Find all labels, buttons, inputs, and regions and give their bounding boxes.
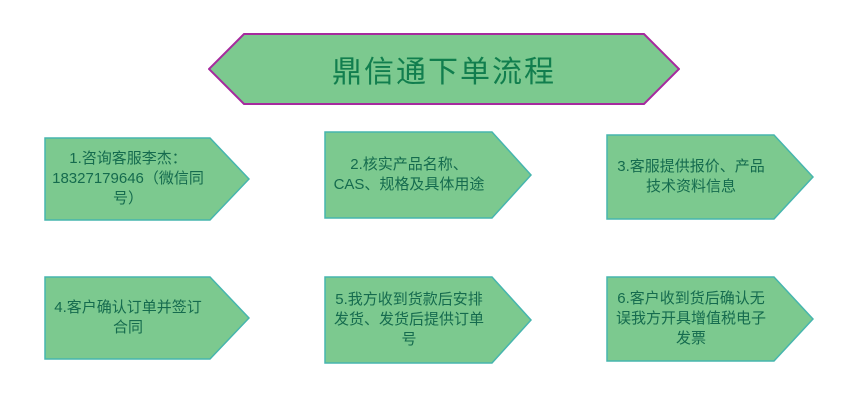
arrow-pentagon-shape: [606, 276, 814, 362]
process-step-1: 1.咨询客服李杰：18327179646（微信同号）: [44, 137, 250, 221]
step-3-label: 3.客服提供报价、产品技术资料信息: [617, 157, 765, 195]
arrow-pentagon-shape: [44, 276, 250, 360]
diagram-title: 鼎信通下单流程: [332, 56, 556, 89]
arrow-pentagon-shape: [44, 137, 250, 221]
diagram-title-shape: 鼎信通下单流程: [208, 33, 680, 105]
step-5-label: 5.我方收到货款后安排发货、发货后提供订单号: [333, 290, 484, 349]
process-step-2: 2.核实产品名称、CAS、规格及具体用途: [324, 131, 532, 219]
step-4-label: 4.客户确认订单并签订合同: [54, 298, 202, 336]
hexagon-shape: [208, 33, 680, 105]
process-step-4: 4.客户确认订单并签订合同: [44, 276, 250, 360]
process-step-5: 5.我方收到货款后安排发货、发货后提供订单号: [324, 276, 532, 364]
process-step-6: 6.客户收到货后确认无误我方开具增值税电子发票: [606, 276, 814, 362]
arrow-pentagon-shape: [324, 131, 532, 219]
step-2-label: 2.核实产品名称、CAS、规格及具体用途: [333, 155, 485, 193]
step-1-label: 1.咨询客服李杰：18327179646（微信同号）: [52, 149, 204, 208]
arrow-pentagon-shape: [324, 276, 532, 364]
step-6-label: 6.客户收到货后确认无误我方开具增值税电子发票: [615, 289, 766, 348]
process-step-3: 3.客服提供报价、产品技术资料信息: [606, 134, 814, 220]
arrow-pentagon-shape: [606, 134, 814, 220]
